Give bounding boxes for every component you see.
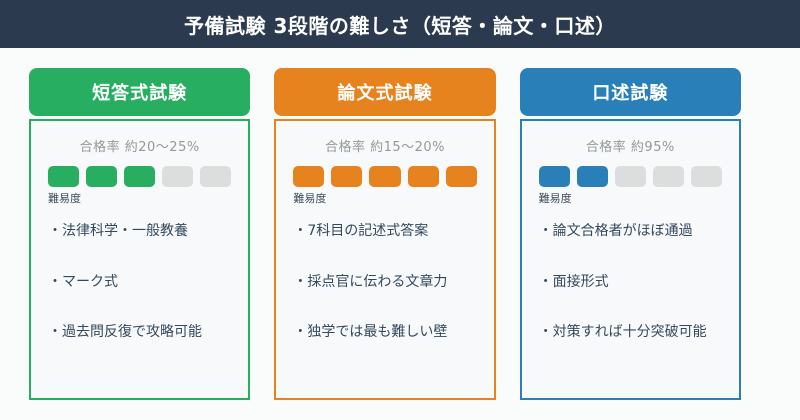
difficulty-block-filled [86,166,118,187]
difficulty-block-filled [293,166,325,187]
points-list: ・7科目の記述式答案・採点官に伝わる文章力・独学では最も難しい壁 [293,223,476,342]
exam-point: ・独学では最も難しい壁 [293,324,476,342]
point-text: 法律科学・一般教養 [62,223,188,239]
page-title: 予備試験 3段階の難しさ（短答・論文・口述） [184,13,616,38]
difficulty-block-filled [369,166,401,187]
bullet-marker: ・ [48,223,62,239]
point-text: 7科目の記述式答案 [307,223,429,239]
difficulty-block-filled [331,166,363,187]
difficulty-block-filled [124,166,156,187]
point-text: 面接形式 [552,273,609,290]
exam-name: 口述試験 [592,83,669,104]
point-text: 採点官に伝わる文章力 [307,273,448,290]
pass-rate: 合格率 約20〜25% [79,140,200,155]
exam-point: ・対策すれば十分突破可能 [539,324,722,342]
card-body: 合格率 約15〜20% 難易度 ・7科目の記述式答案・採点官に伝わる文章力・独学… [274,119,496,400]
difficulty-block-empty [690,166,722,187]
exam-point: ・論文合格者がほぼ通過 [539,223,722,241]
difficulty-block-filled [445,166,477,187]
cards-row: 短答式試験 合格率 約20〜25% 難易度 ・法律科学・一般教養・マーク式・過去… [29,68,741,400]
exam-point: ・採点官に伝わる文章力 [293,274,476,292]
exam-card-2: 論文式試験 合格率 約15〜20% 難易度 ・7科目の記述式答案・採点官に伝わる… [274,68,496,400]
bullet-marker: ・ [538,273,553,290]
points-list: ・論文合格者がほぼ通過・面接形式・対策すれば十分突破可能 [539,223,722,342]
card-body: 合格率 約95% 難易度 ・論文合格者がほぼ通過・面接形式・対策すれば十分突破可… [519,119,741,400]
pass-rate: 合格率 約15〜20% [324,140,446,155]
bullet-marker: ・ [538,223,553,239]
difficulty-block-empty [652,166,684,187]
card-body: 合格率 約20〜25% 難易度 ・法律科学・一般教養・マーク式・過去問反復で攻略… [29,119,251,400]
points-list: ・法律科学・一般教養・マーク式・過去問反復で攻略可能 [48,223,231,342]
point-text: 論文合格者がほぼ通過 [552,223,693,239]
bullet-marker: ・ [293,273,308,290]
title-bar: 予備試験 3段階の難しさ（短答・論文・口述） [0,0,800,48]
bullet-marker: ・ [48,324,62,340]
exam-point: ・面接形式 [539,274,722,292]
point-text: 対策すれば十分突破可能 [552,324,707,340]
card-header: 短答式試験 [29,68,251,116]
difficulty-label: 難易度 [48,192,81,205]
point-text: 独学では最も難しい壁 [307,324,448,340]
difficulty-block-empty [200,166,232,187]
difficulty-block-filled [576,166,608,187]
difficulty-block-filled [407,166,439,187]
bullet-marker: ・ [293,324,308,340]
card-header: 論文式試験 [274,68,496,116]
exam-name: 短答式試験 [92,83,188,104]
pass-rate: 合格率 約95% [585,140,675,155]
bullet-marker: ・ [538,324,553,340]
exam-card-1: 短答式試験 合格率 約20〜25% 難易度 ・法律科学・一般教養・マーク式・過去… [29,68,251,400]
point-text: マーク式 [62,273,118,290]
bullet-marker: ・ [293,223,308,239]
exam-name: 論文式試験 [337,83,433,104]
difficulty-label: 難易度 [538,192,572,205]
difficulty-label: 難易度 [293,192,327,205]
bullet-marker: ・ [48,273,62,290]
difficulty-block-empty [614,166,646,187]
card-header: 口述試験 [519,68,741,116]
exam-card-3: 口述試験 合格率 約95% 難易度 ・論文合格者がほぼ通過・面接形式・対策すれば… [519,68,741,400]
difficulty-block-filled [48,166,80,187]
exam-point: ・過去問反復で攻略可能 [48,324,231,342]
point-text: 過去問反復で攻略可能 [62,324,202,340]
exam-point: ・マーク式 [48,274,231,292]
difficulty-block-filled [538,166,570,187]
exam-point: ・7科目の記述式答案 [293,223,476,241]
difficulty-block-empty [162,166,194,187]
exam-point: ・法律科学・一般教養 [48,223,231,241]
difficulty-meter [293,166,477,187]
difficulty-meter [538,166,722,187]
difficulty-meter [48,166,232,187]
